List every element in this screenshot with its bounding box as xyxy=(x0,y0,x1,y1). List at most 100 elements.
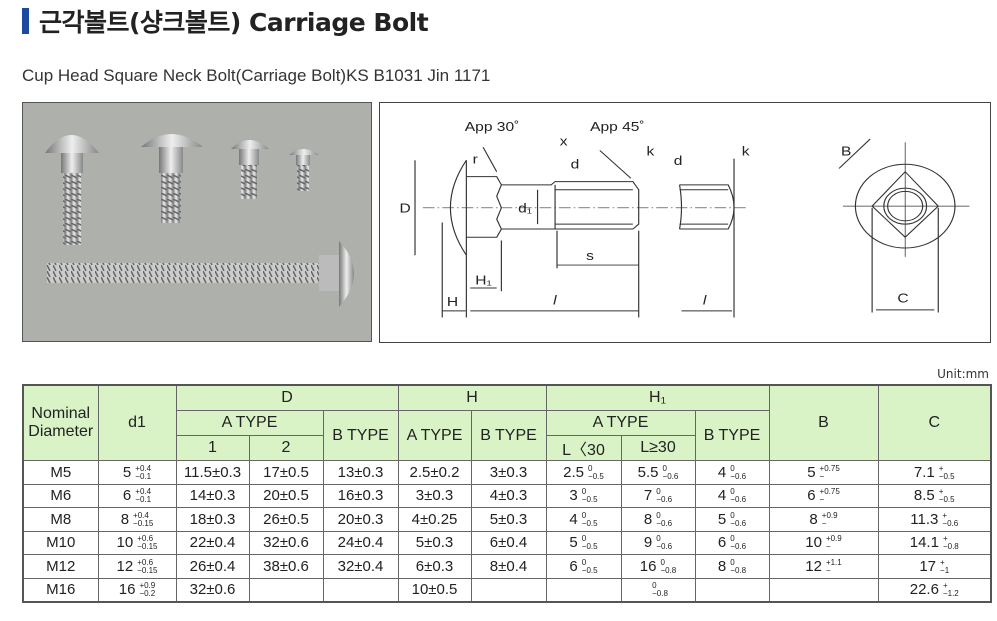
cell-value: M12 xyxy=(46,557,76,575)
table-cell: 38±0.6 xyxy=(248,554,324,579)
tolerance-lo: −0.5 xyxy=(581,565,598,575)
cell-value: 2.5±0.2 xyxy=(409,463,460,481)
tolerance-up: 0 xyxy=(730,534,735,544)
cell-value: 32±0.4 xyxy=(337,557,384,575)
table-cell: 12+0.6−0.15 xyxy=(97,554,177,579)
cell-value: 20±0.5 xyxy=(263,487,309,505)
table-cell: 16±0.3 xyxy=(322,483,399,508)
table-cell: 2.5±0.2 xyxy=(397,460,472,485)
tolerance: 0−0.8 xyxy=(652,582,668,598)
table-cell: 8±0.4 xyxy=(470,554,547,579)
tolerance: +0.9−0.2 xyxy=(139,582,155,598)
header-H1-l-ge-30: L≥30 xyxy=(620,435,696,461)
table-cell: M16 xyxy=(22,577,99,603)
tolerance: +0.9− xyxy=(826,535,842,551)
tolerance-lo: −1.2 xyxy=(942,589,959,599)
tolerance-up: 0 xyxy=(662,463,667,473)
table-cell xyxy=(322,577,399,603)
cell-value: 4 xyxy=(717,463,727,481)
tolerance: +0.4−0.1 xyxy=(135,488,151,504)
cell-value: 4±0.25 xyxy=(411,510,458,528)
table-cell: 17+−1 xyxy=(877,554,992,579)
tolerance: +−0.6 xyxy=(942,511,958,528)
cell-value: 11.3 xyxy=(910,510,939,528)
bolt-photo xyxy=(22,102,372,342)
tolerance-up: + xyxy=(938,487,944,497)
table-cell xyxy=(768,577,879,603)
table-cell: 5±0.3 xyxy=(470,507,547,532)
cell-value: 6 xyxy=(569,557,578,575)
cell-value: 6±0.4 xyxy=(489,534,528,552)
table-cell: M6 xyxy=(22,483,99,508)
tolerance-lo: −0.6 xyxy=(656,518,673,528)
table-cell: 6±0.3 xyxy=(397,554,472,579)
tolerance: +0.75− xyxy=(820,488,840,504)
cell-value: 8±0.4 xyxy=(489,557,528,575)
cell-value: M5 xyxy=(50,463,72,481)
label-d1: d₁ xyxy=(518,202,532,217)
table-cell: 14.1+−0.8 xyxy=(877,530,992,555)
tolerance: 0−0.8 xyxy=(660,557,676,575)
header-H: H xyxy=(397,384,547,411)
tolerance: 0−0.5 xyxy=(582,488,598,504)
tolerance-lo: −0.6 xyxy=(730,542,747,552)
tolerance: 0−0.5 xyxy=(588,464,604,481)
table-cell: 6+0.75− xyxy=(768,483,879,508)
table-cell: 18±0.3 xyxy=(175,507,250,532)
unit-label: Unit:mm xyxy=(937,367,989,381)
tolerance-up: 0 xyxy=(656,534,661,544)
table-cell: 8+0.9− xyxy=(768,507,879,532)
label-l: l xyxy=(553,293,557,308)
table-cell: 32±0.4 xyxy=(322,554,399,579)
cell-value: 8 xyxy=(717,557,727,575)
label-k-2: k xyxy=(742,144,751,159)
tolerance: 0−0.6 xyxy=(656,535,672,551)
label-r: r xyxy=(473,153,478,168)
header-D-b-type: B TYPE xyxy=(322,410,399,461)
table-cell: 0−0.8 xyxy=(620,577,696,603)
table-cell: 8+0.4−0.15 xyxy=(97,507,177,532)
cell-value: 14.1 xyxy=(909,534,939,552)
table-cell: 3±0.3 xyxy=(397,483,472,508)
table-cell: M10 xyxy=(22,530,99,555)
table-cell: 7.1+−0.5 xyxy=(877,460,992,485)
table-cell: 26±0.4 xyxy=(175,554,250,579)
tolerance: +1.1− xyxy=(825,558,842,575)
table-cell xyxy=(248,577,324,603)
tolerance: +0.4−0.1 xyxy=(135,464,151,481)
tolerance-up: 0 xyxy=(730,557,735,567)
cell-value: M6 xyxy=(50,487,72,505)
tolerance: 0−0.6 xyxy=(730,511,746,528)
tolerance-lo: −0.8 xyxy=(730,565,747,575)
tolerance: +−0.5 xyxy=(939,488,955,504)
tolerance-up: 0 xyxy=(730,487,735,497)
cell-value: 7 xyxy=(643,487,653,505)
tolerance-up: 0 xyxy=(660,557,665,567)
tolerance-lo: −0.5 xyxy=(938,471,955,481)
cell-value: 3 xyxy=(569,487,578,505)
table-cell: 11.5±0.3 xyxy=(175,460,250,485)
header-nominal-diameter: Nominal Diameter xyxy=(22,384,99,461)
cell-value: 8 xyxy=(120,510,130,528)
header-H1: H₁ xyxy=(545,384,770,411)
table-cell xyxy=(545,577,622,603)
table-cell: M5 xyxy=(22,460,99,485)
tolerance-lo: −0.8 xyxy=(942,542,959,552)
cell-value: 12 xyxy=(805,557,822,575)
tolerance: 0−0.8 xyxy=(730,557,747,575)
tolerance-lo: − xyxy=(825,565,831,575)
header-d1: d1 xyxy=(97,384,177,461)
tolerance-lo: −1 xyxy=(940,565,950,575)
tolerance-lo: −0.6 xyxy=(730,495,747,505)
subtitle: Cup Head Square Neck Bolt(Carriage Bolt)… xyxy=(22,66,491,85)
header-D-a-type: A TYPE xyxy=(175,410,324,436)
